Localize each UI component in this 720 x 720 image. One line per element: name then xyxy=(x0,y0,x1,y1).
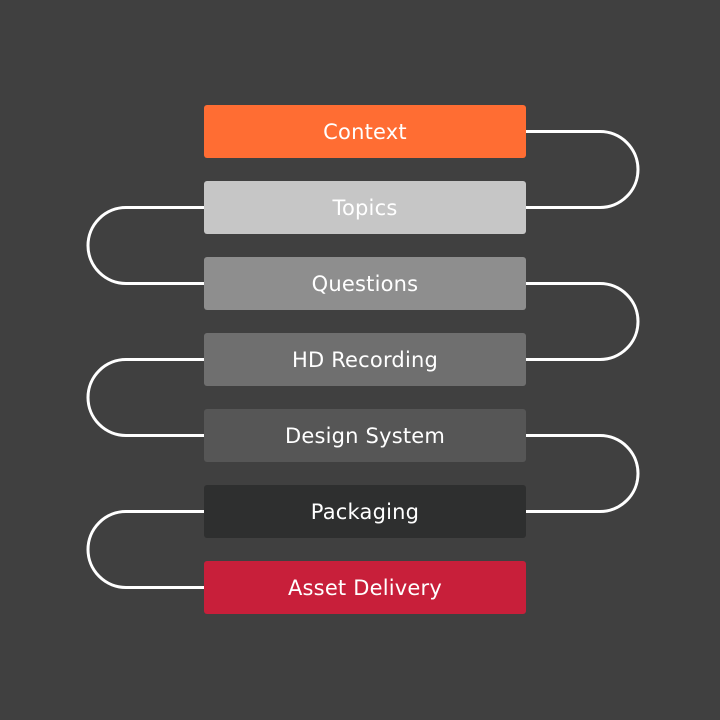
stage-asset-delivery: Asset Delivery xyxy=(204,561,526,614)
stage-questions: Questions xyxy=(204,257,526,310)
connector-3 xyxy=(86,358,206,437)
stage-label: Packaging xyxy=(310,499,420,524)
stage-packaging: Packaging xyxy=(204,485,526,538)
stage-label: Context xyxy=(323,119,407,144)
stage-topics: Topics xyxy=(204,181,526,234)
connector-0 xyxy=(524,130,640,209)
stage-label: Topics xyxy=(332,195,398,220)
stage-context: Context xyxy=(204,105,526,158)
stage-design-system: Design System xyxy=(204,409,526,462)
connector-5 xyxy=(86,510,206,589)
stage-hd-recording: HD Recording xyxy=(204,333,526,386)
connector-1 xyxy=(86,206,206,285)
stage-label: Asset Delivery xyxy=(287,575,443,600)
stage-label: Questions xyxy=(311,271,419,296)
connector-2 xyxy=(524,282,640,361)
stage-label: HD Recording xyxy=(291,347,439,372)
connector-4 xyxy=(524,434,640,513)
stage-label: Design System xyxy=(284,423,446,448)
